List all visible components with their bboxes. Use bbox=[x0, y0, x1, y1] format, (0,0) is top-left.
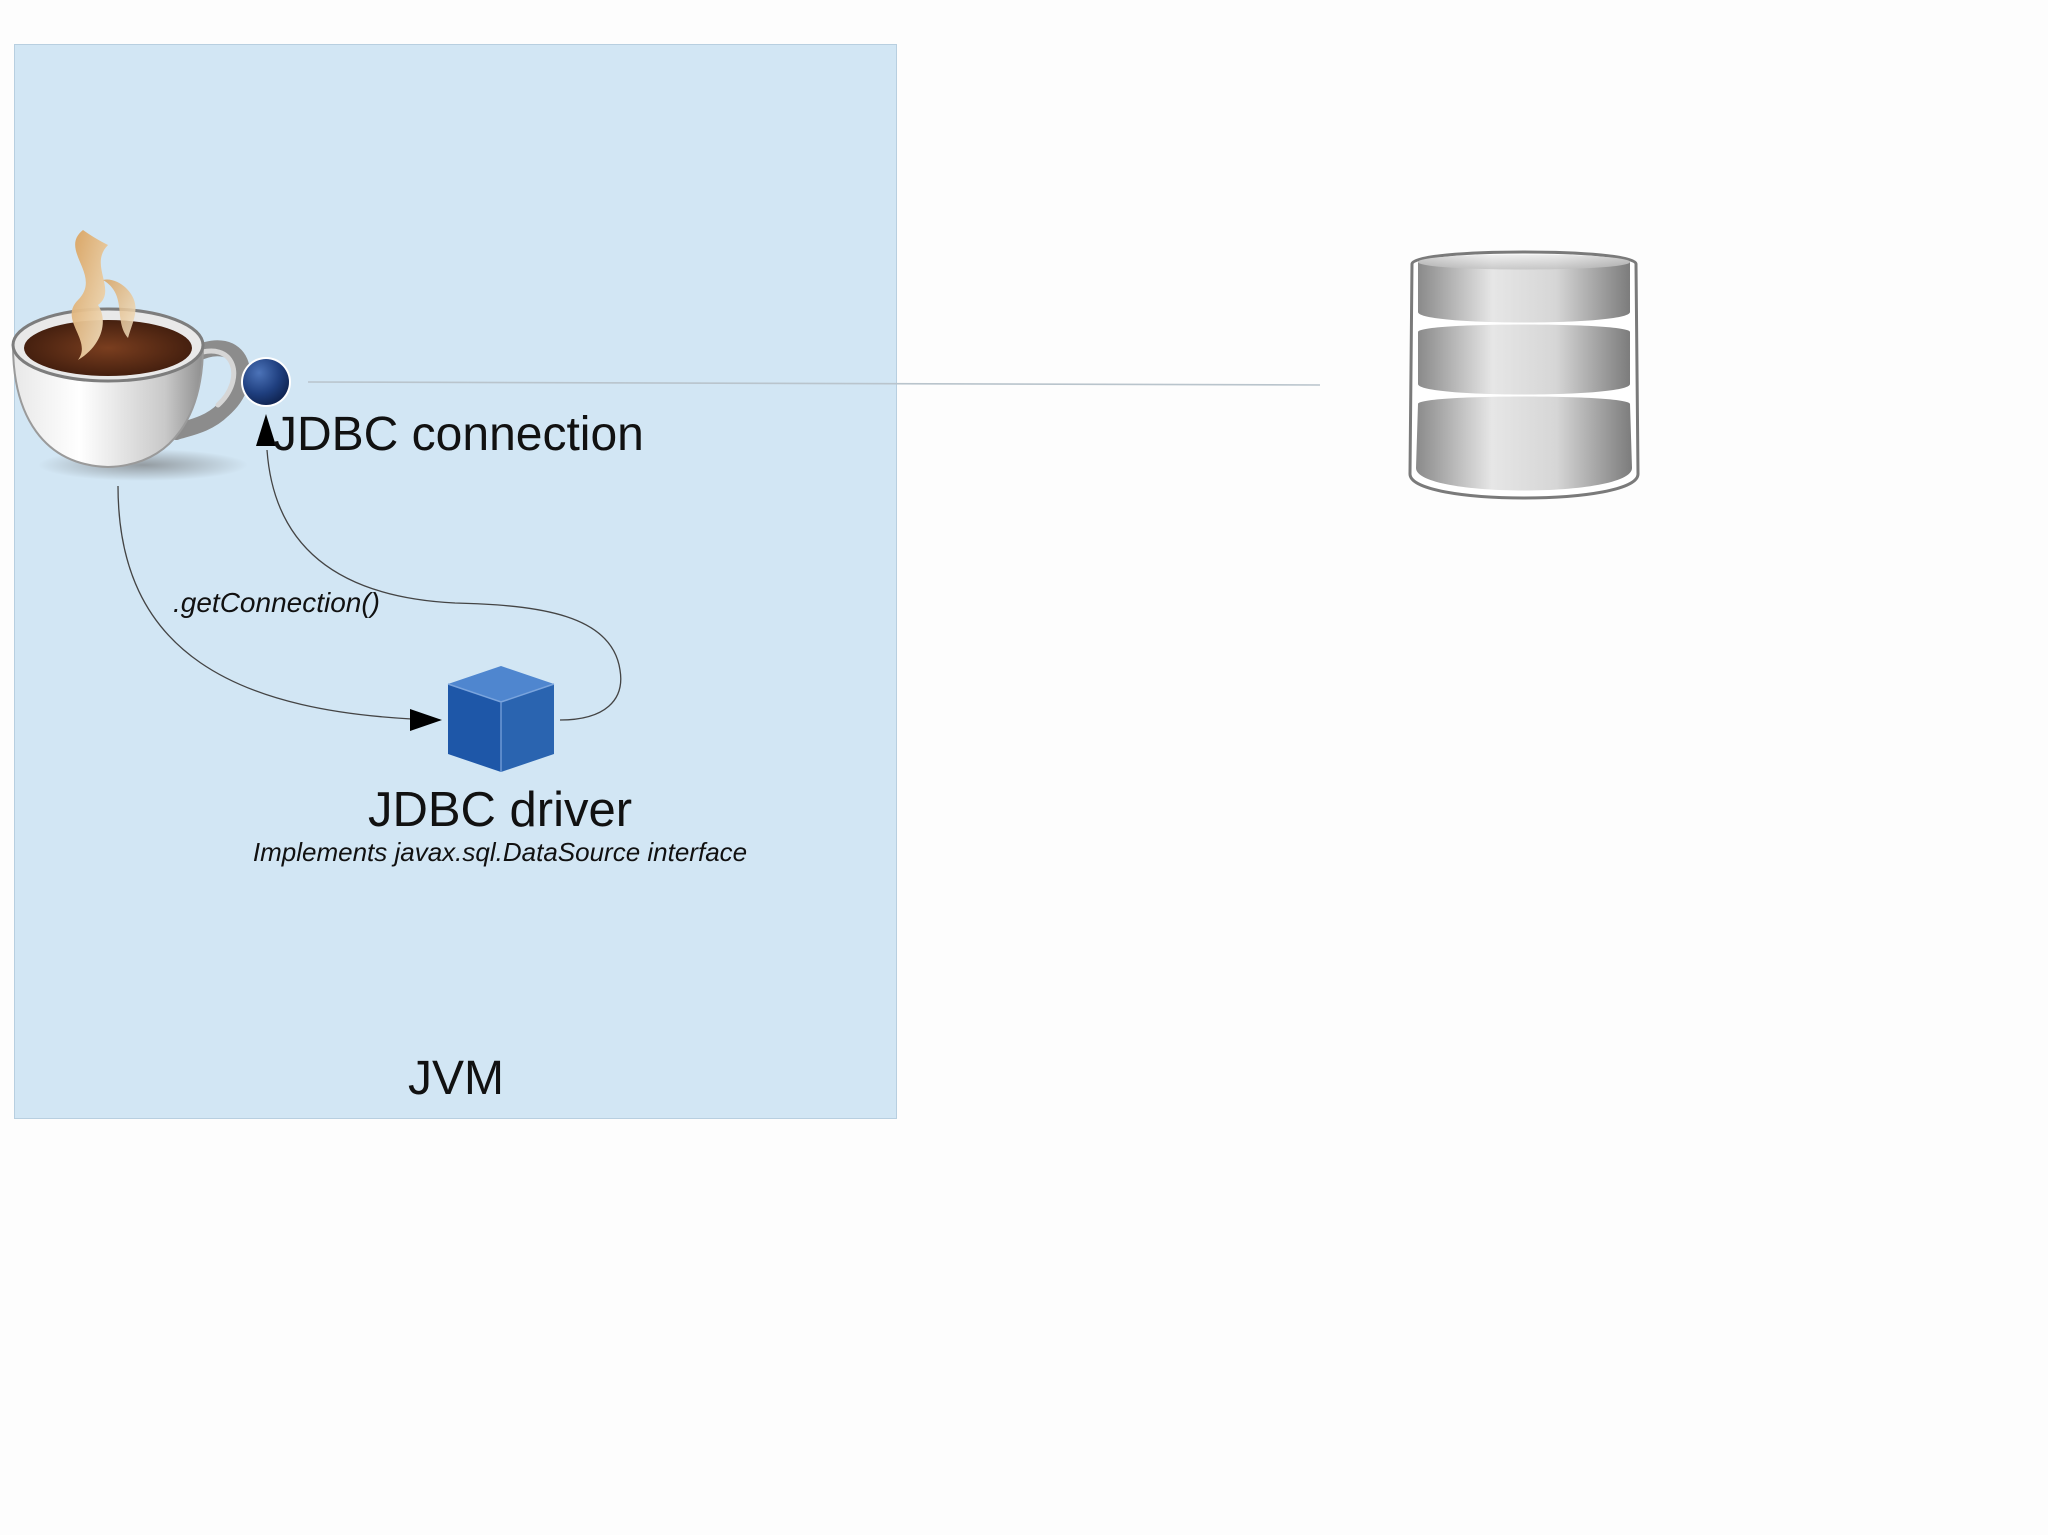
blue-cube-icon bbox=[447, 666, 555, 772]
jvm-container bbox=[14, 44, 897, 1119]
jvm-label: JVM bbox=[408, 1052, 504, 1105]
database-cylinder-icon bbox=[1408, 250, 1640, 500]
jdbc-connection-label: JDBC connection bbox=[273, 408, 644, 461]
return-connection-edge bbox=[266, 449, 622, 721]
jdbc-driver-subtitle: Implements javax.sql.DataSource interfac… bbox=[252, 837, 748, 867]
connection-to-database-line bbox=[307, 381, 1321, 386]
java-coffee-cup-icon bbox=[11, 230, 251, 481]
jdbc-driver-label: JDBC driver bbox=[367, 783, 633, 837]
get-connection-label: .getConnection() bbox=[173, 587, 381, 618]
return-connection-arrowhead bbox=[256, 414, 276, 446]
connection-endpoint-icon bbox=[241, 357, 291, 407]
get-connection-edge bbox=[117, 485, 441, 721]
get-connection-arrowhead bbox=[410, 709, 442, 731]
